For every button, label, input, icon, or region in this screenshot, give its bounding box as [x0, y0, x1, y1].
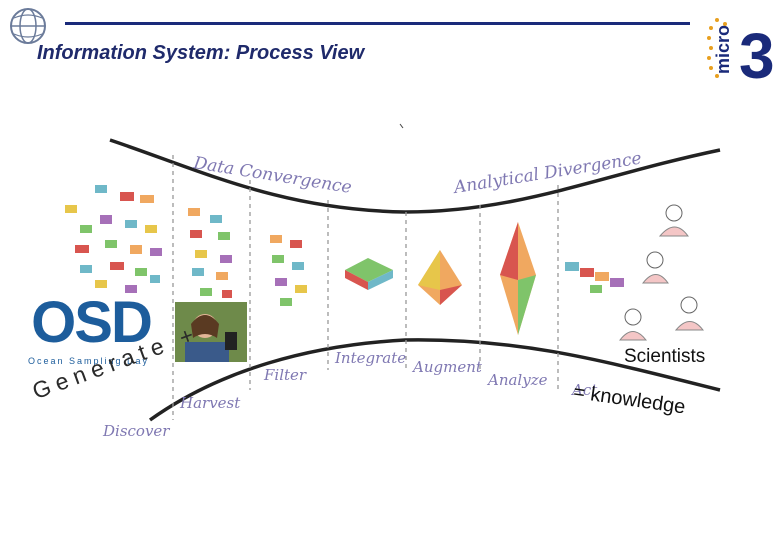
label-analytical-divergence: Analytical Divergence — [451, 149, 643, 199]
scientist-figure — [618, 308, 648, 341]
scientist-figure — [641, 251, 669, 284]
micro3-logo: micro 3 — [705, 12, 775, 92]
label-act: Act — [570, 381, 598, 399]
osd-logo: OSD Ocean Sampling Day — [26, 292, 156, 372]
page-title: Information System: Process View — [37, 42, 365, 64]
osd-logo-text: OSD — [31, 290, 153, 355]
data-pieces-act — [565, 262, 624, 293]
label-discover: Discover — [102, 422, 170, 440]
scientist-figure — [658, 204, 689, 237]
scientists-label: Scientists — [624, 346, 706, 367]
bottom-funnel-curve — [148, 338, 721, 422]
data-pieces-filter — [270, 235, 307, 306]
data-block-analyze — [500, 222, 536, 335]
osd-logo-subtitle: Ocean Sampling Day — [28, 356, 150, 366]
scientist-figure — [674, 296, 705, 331]
micro-logo-number: 3 — [739, 20, 773, 87]
top-funnel-curve — [109, 138, 721, 214]
data-block-augment — [418, 250, 462, 305]
label-integrate: Integrate — [334, 349, 406, 367]
data-block-integrate — [345, 258, 393, 290]
label-data-convergence: Data Convergence — [191, 153, 353, 198]
data-pieces-discover — [65, 185, 162, 293]
label-filter: Filter — [263, 366, 307, 384]
data-pieces-harvest — [188, 208, 232, 298]
label-augment: Augment — [411, 358, 483, 376]
header-rule — [65, 22, 690, 25]
globe-logo-icon — [6, 4, 50, 48]
scientist-photo — [175, 302, 247, 362]
label-harvest: Harvest — [179, 394, 241, 412]
label-analyze: Analyze — [486, 371, 548, 389]
micro-logo-text: micro — [713, 25, 733, 74]
